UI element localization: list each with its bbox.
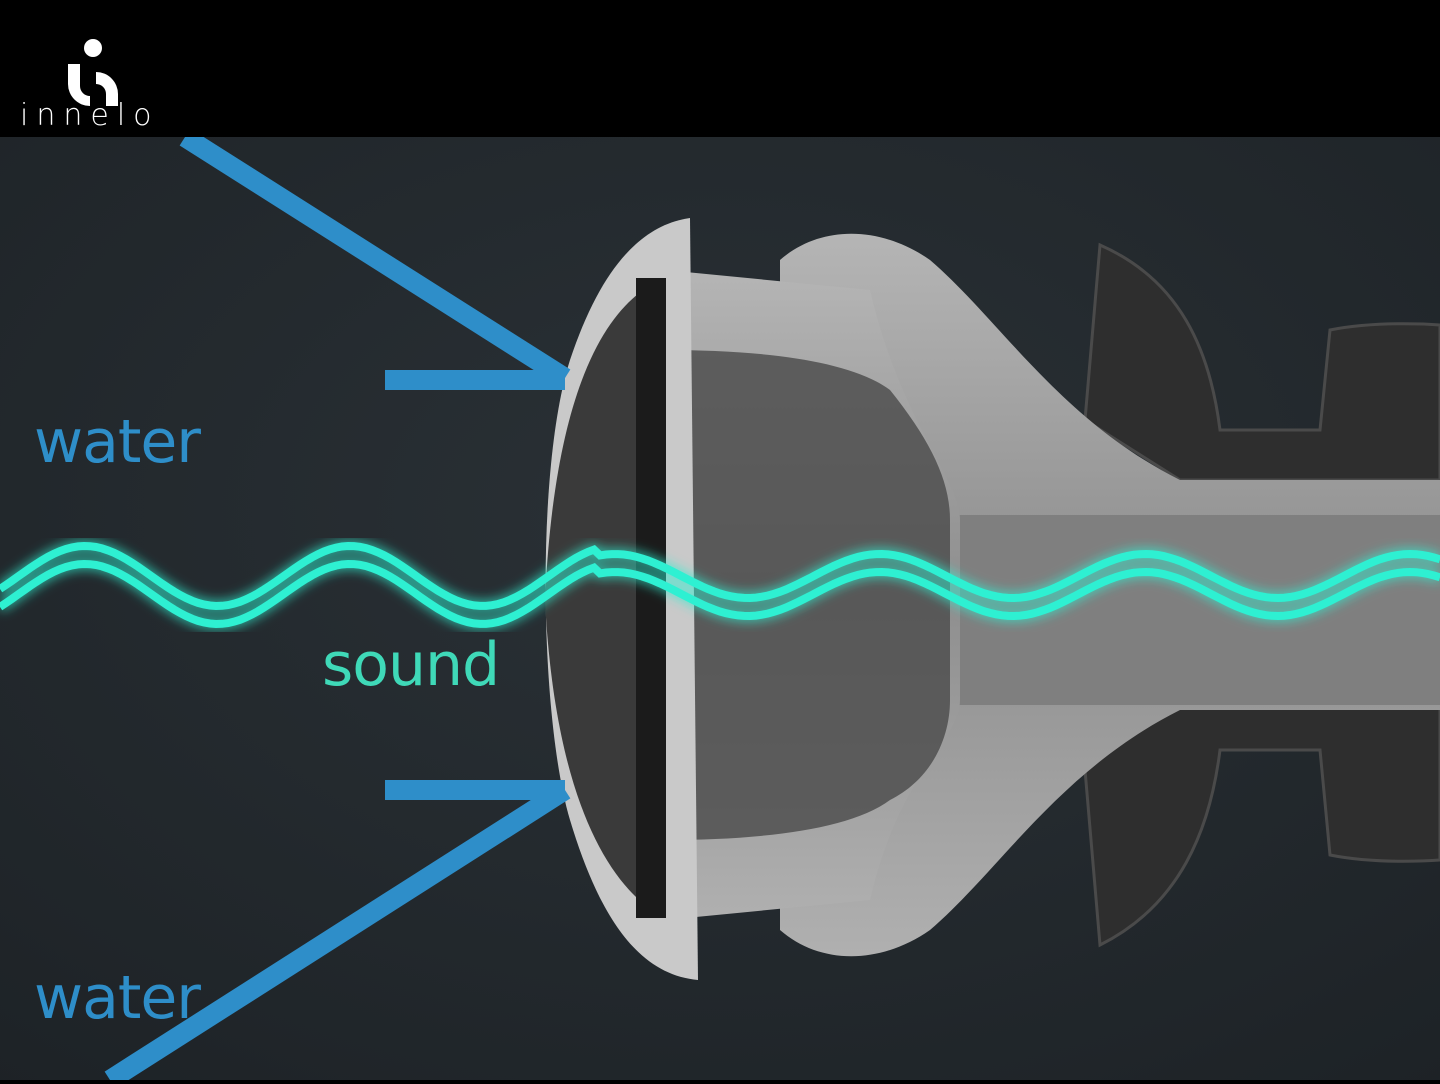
brand-name: innelo xyxy=(20,98,160,133)
sound-label: sound xyxy=(322,630,500,700)
water-label-bottom: water xyxy=(34,963,201,1033)
diagram-scene: water water xyxy=(0,128,1440,1084)
earplug-fins xyxy=(1083,242,1440,948)
header-bar: innelo xyxy=(0,0,1440,137)
earplug-illustration xyxy=(0,128,1440,1084)
sound-wave-line-1 xyxy=(0,541,1440,611)
earplug-stem xyxy=(940,515,1440,705)
sound-wave-line-2 xyxy=(0,559,1440,629)
filter-membrane xyxy=(636,278,666,918)
water-label-top: water xyxy=(34,407,201,477)
sound-wave xyxy=(0,541,1440,629)
water-arrows xyxy=(104,128,571,1084)
innelo-logo-icon xyxy=(68,39,118,106)
